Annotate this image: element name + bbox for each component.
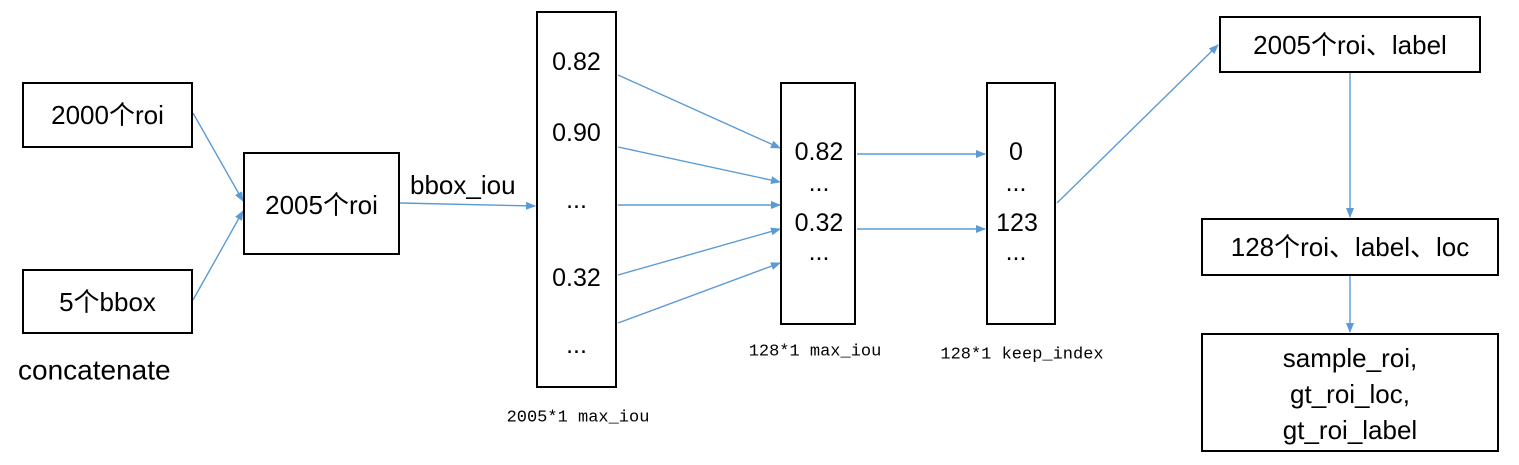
max-iou-value: 0.32 — [795, 209, 844, 237]
max-iou-value: 0.82 — [795, 138, 844, 166]
box-2000-roi: 2000个roi — [22, 82, 193, 148]
iou-value: ... — [566, 186, 587, 214]
iou-value: 0.82 — [552, 48, 601, 76]
bbox-iou-label: bbox_iou — [410, 170, 516, 200]
max-iou-value: ... — [809, 238, 830, 266]
arrow-index-to-2005roi-label — [1056, 44, 1219, 204]
keep-index-value: ... — [1006, 238, 1027, 266]
arrows — [192, 44, 1354, 333]
iou-value: ... — [566, 331, 587, 359]
max-iou-column-caption: 128*1 max_iou — [749, 343, 882, 362]
box-128-roi-label-loc-text: 128个roi、label、loc — [1231, 232, 1469, 262]
arrow-5bbox-to-2005roi — [192, 210, 244, 301]
iou-value: 0.90 — [552, 119, 601, 147]
arrow-iou-dots2-to-max — [617, 262, 781, 324]
box-2005-roi-label: 2005个roi、label — [1219, 16, 1481, 73]
keep-index-value: 123 — [996, 209, 1038, 237]
max-iou-value: ... — [809, 169, 830, 197]
iou-column-2005: 0.82 0.90 ... 0.32 ... — [536, 11, 617, 388]
output-gt-roi-loc: gt_roi_loc, — [1290, 379, 1410, 409]
box-2005-roi-label-text: 2005个roi、label — [1253, 30, 1447, 60]
arrow-2005roi-to-iou-column — [399, 201, 536, 210]
box-2005-roi-label: 2005个roi — [265, 190, 378, 220]
concatenate-label: concatenate — [18, 355, 171, 386]
iou-column-caption: 2005*1 max_iou — [507, 409, 650, 428]
max-iou-column-128: 0.82 ... 0.32 ... — [780, 82, 856, 325]
output-sample-roi: sample_roi, — [1283, 343, 1417, 373]
box-5-bbox: 5个bbox — [22, 269, 193, 334]
arrow-2000roi-to-2005roi — [192, 112, 244, 202]
keep-index-value: ... — [1006, 169, 1027, 197]
box-128-roi-label-loc: 128个roi、label、loc — [1201, 218, 1499, 276]
box-outputs: sample_roi, gt_roi_loc, gt_roi_label — [1201, 333, 1499, 452]
box-2005-roi: 2005个roi — [243, 152, 400, 255]
arrow-iou-032-to-max — [617, 227, 781, 276]
arrow-iou-082-to-max — [617, 74, 781, 149]
box-5-bbox-label: 5个bbox — [59, 287, 156, 317]
keep-index-column-caption: 128*1 keep_index — [940, 346, 1103, 365]
keep-index-column-128: 0 ... 123 ... — [986, 82, 1056, 325]
keep-index-value: 0 — [1009, 138, 1023, 166]
box-2000-roi-label: 2000个roi — [51, 100, 164, 130]
iou-value: 0.32 — [552, 264, 601, 292]
output-gt-roi-label: gt_roi_label — [1283, 415, 1417, 445]
arrow-iou-090-to-max — [617, 146, 781, 185]
